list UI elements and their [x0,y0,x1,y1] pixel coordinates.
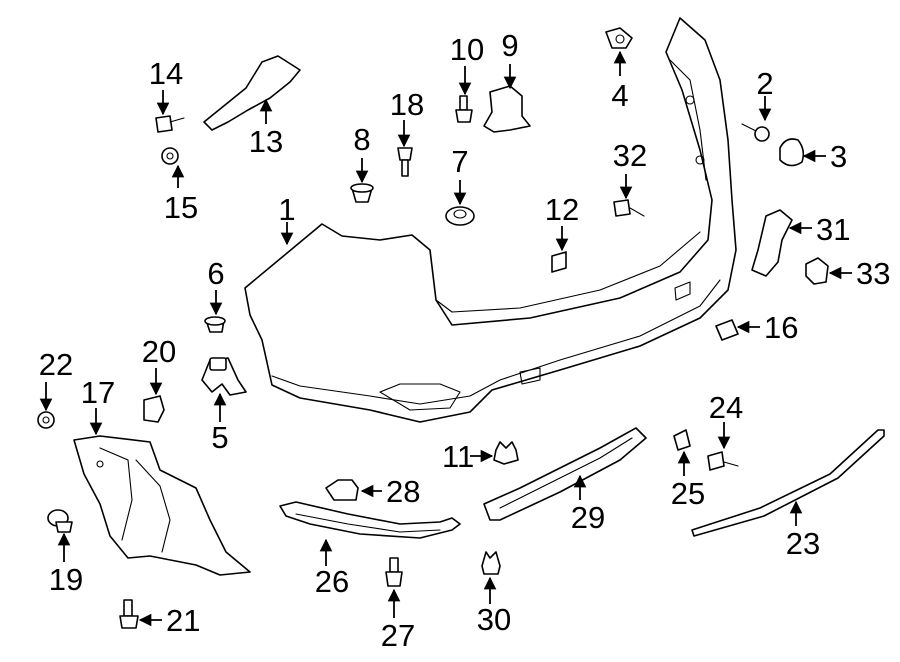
callout-16: 16 [764,310,798,345]
clip-part-28 [325,479,359,501]
nut-part-22 [37,411,55,429]
support-rail-part [483,427,647,521]
callout-11: 11 [442,439,474,474]
bolt-part-27 [385,557,403,587]
callout-20: 20 [142,334,176,369]
retainer-part [204,316,226,333]
callout-19: 19 [49,562,83,597]
callout-29: 29 [571,500,605,535]
callout-14: 14 [149,56,183,91]
callout-27: 27 [381,618,415,653]
callout-1: 1 [278,192,295,227]
callout-24: 24 [709,390,743,425]
clip-part-19 [47,509,73,533]
bracket-part-31 [751,209,793,277]
bumper-cover-part [244,17,737,423]
callout-10: 10 [450,32,484,67]
callout-32: 32 [613,138,647,173]
callout-6: 6 [207,256,224,291]
callout-8: 8 [353,122,370,157]
callout-28: 28 [386,474,420,509]
callout-3: 3 [830,139,847,174]
bolt-part-10 [455,95,473,123]
bolt-part-24 [707,451,739,471]
leader-lines [39,50,852,627]
callout-21: 21 [166,603,200,638]
label-part-12 [551,251,567,273]
callout-33: 33 [856,256,890,291]
callout-26: 26 [315,564,349,599]
grommet-part [445,206,475,226]
cap-part [779,138,805,167]
callout-25: 25 [671,476,705,511]
callout-7: 7 [451,144,468,179]
callout-13: 13 [249,124,283,159]
callout-15: 15 [164,190,198,225]
clip-part-30 [481,551,501,575]
clip-part-8 [350,183,374,203]
callout-2: 2 [756,66,773,101]
callout-22: 22 [39,347,73,382]
nut-part-15 [161,147,179,165]
callout-numbers: 1 2 3 4 5 6 7 8 9 10 11 12 13 14 15 16 1… [39,28,891,653]
callout-31: 31 [816,212,850,247]
support-bracket-part [483,85,531,133]
callout-23: 23 [786,526,820,561]
callout-17: 17 [81,375,115,410]
bolt-part-18 [397,147,413,177]
bracket-part-33 [805,257,829,285]
callout-30: 30 [477,602,511,637]
callout-9: 9 [501,28,518,63]
bracket-part-20 [143,395,165,423]
reflector-strip-part [279,501,461,539]
callout-5: 5 [211,420,228,455]
trim-strip-part [691,429,885,537]
clip-part-11 [493,441,519,465]
callout-18: 18 [390,87,424,122]
bracket-part-13 [203,55,301,131]
screw-part [741,123,770,142]
nut-part [605,27,633,49]
callout-12: 12 [545,192,579,227]
label-part-25 [673,429,691,451]
bolt-part-14 [155,115,185,133]
bolt-part-21 [119,599,139,629]
bracket-part [201,357,247,396]
callout-4: 4 [611,78,628,113]
bolt-part-32 [613,199,645,217]
energy-absorber-part [73,435,251,576]
pad-part [715,319,739,341]
